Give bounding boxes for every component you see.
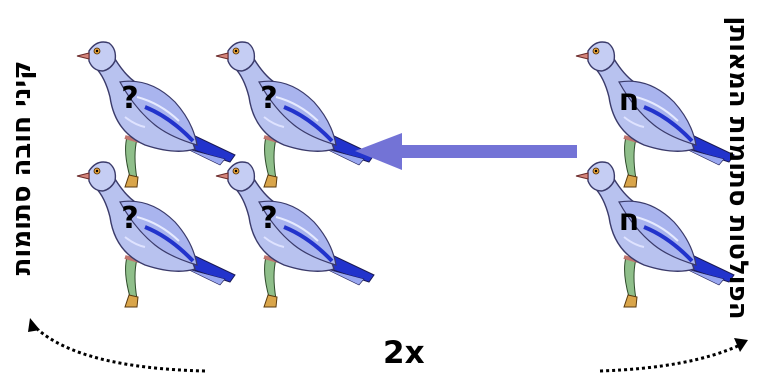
known-mark-2: ח [619, 203, 640, 238]
transfer-arrow [355, 133, 577, 170]
dotted-connector-right [599, 343, 741, 373]
unknown-mark-4: ? [260, 201, 277, 236]
pigeon-known-2 [574, 160, 736, 309]
multiplier-label: 2x [383, 335, 425, 371]
unknown-mark-3: ? [121, 201, 138, 236]
pigeon-unknown-4 [214, 160, 376, 309]
pigeon-unknown-3 [75, 160, 237, 309]
unknown-mark-1: ? [121, 81, 138, 116]
dotted-connector-right-arrowhead [734, 338, 748, 352]
right-vertical-label: הפולטות סתומות המאותן [723, 16, 753, 320]
unknown-mark-2: ? [260, 81, 277, 116]
dotted-connector-left [34, 326, 206, 373]
dotted-connector-left-arrowhead [28, 318, 40, 332]
known-mark-1: ח [619, 83, 640, 118]
left-vertical-label: קיני חובה סתומות [7, 60, 37, 276]
